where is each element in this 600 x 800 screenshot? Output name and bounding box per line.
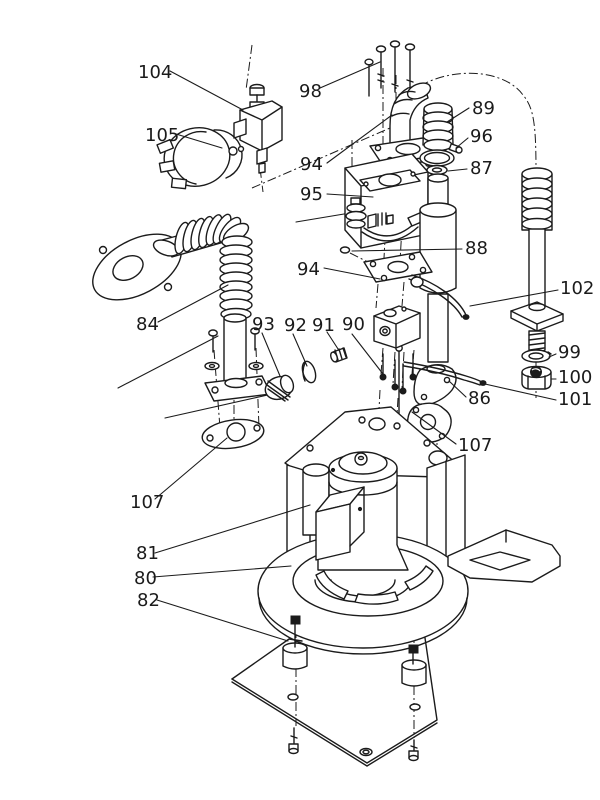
part-label-93: 93 (252, 314, 275, 335)
hose-screws (204, 327, 264, 371)
valve-assembly (233, 83, 283, 174)
part-label-95: 95 (300, 184, 323, 205)
leader-line-98 (319, 61, 381, 89)
part-label-92: 92 (284, 315, 307, 336)
part-label-94: 94 (297, 259, 320, 280)
leader-line-93 (261, 332, 281, 377)
nut-100 (521, 365, 552, 390)
part-label-96: 96 (470, 126, 493, 147)
bushing-93 (264, 374, 295, 402)
part-label-87: 87 (470, 158, 493, 179)
part-label-91: 91 (312, 315, 335, 336)
part-label-84: 84 (136, 314, 159, 335)
valve-fittings (345, 197, 427, 242)
leader-line-107 (411, 411, 457, 445)
gasket-107-left (201, 418, 265, 450)
block-90 (373, 305, 421, 349)
flex-hose-84 (92, 213, 272, 402)
leader-line-82 (156, 599, 289, 642)
hose-ribs-horizontal (174, 213, 250, 255)
clamp-96 (419, 143, 463, 167)
part-label-104: 104 (138, 62, 172, 83)
fitting-91 (330, 347, 348, 363)
part-label-105: 105 (145, 125, 179, 146)
part-label-86: 86 (468, 388, 491, 409)
washer-99 (521, 349, 552, 363)
leader-line-107 (154, 437, 228, 500)
flange-86 (403, 361, 487, 406)
handle-assembly (510, 167, 564, 354)
part-label-99: 99 (558, 342, 581, 363)
part-label-82: 82 (137, 590, 160, 611)
part-label-102: 102 (560, 278, 594, 299)
part-label-88: 88 (465, 238, 488, 259)
motor-cap (156, 127, 245, 190)
leader-line-81 (154, 504, 311, 554)
leader-line-87 (447, 168, 468, 172)
hose-89 (422, 102, 454, 152)
leader-line-90 (351, 333, 384, 375)
part-label-107: 107 (458, 435, 492, 456)
mount-screws (364, 40, 416, 97)
part-label-94: 94 (300, 154, 323, 175)
leader-line-94 (326, 114, 393, 164)
part-label-107: 107 (130, 492, 164, 513)
gasket-94-lower (363, 251, 470, 320)
part-label-100: 100 (558, 367, 592, 388)
leader-line-89 (446, 107, 470, 123)
disc-hub (314, 565, 434, 605)
leader-line-105 (175, 133, 223, 149)
leader-line-86 (448, 380, 467, 398)
leader-line-96 (455, 137, 469, 149)
leader-line-88 (351, 248, 463, 252)
leader-line-80 (152, 565, 292, 578)
part-label-89: 89 (472, 98, 495, 119)
hose-ribs-vertical (219, 235, 253, 321)
part-label-81: 81 (136, 543, 159, 564)
base-plate (231, 637, 438, 767)
part-label-98: 98 (299, 81, 322, 102)
leader-line-91 (326, 331, 341, 353)
washer-87 (426, 164, 448, 176)
part-label-101: 101 (558, 389, 592, 410)
motor-assembly (302, 451, 409, 571)
rubber-feet (282, 642, 427, 687)
block-screws (379, 353, 417, 395)
leader-line-101 (484, 383, 557, 401)
foot-screws (288, 615, 419, 762)
leader-line-102 (469, 289, 559, 307)
bracket-foot (447, 529, 561, 583)
leader-line-104 (169, 70, 244, 111)
disc-80 (257, 533, 469, 655)
leader-line-95 (326, 193, 374, 198)
part-label-90: 90 (342, 314, 365, 335)
part-label-80: 80 (134, 568, 157, 589)
leader-line-94 (323, 267, 381, 280)
screw-88 (339, 246, 381, 269)
seal-92 (301, 360, 317, 384)
leader-line-99 (548, 353, 557, 358)
leader-line-84 (157, 284, 229, 323)
leader-line-92 (292, 333, 308, 367)
